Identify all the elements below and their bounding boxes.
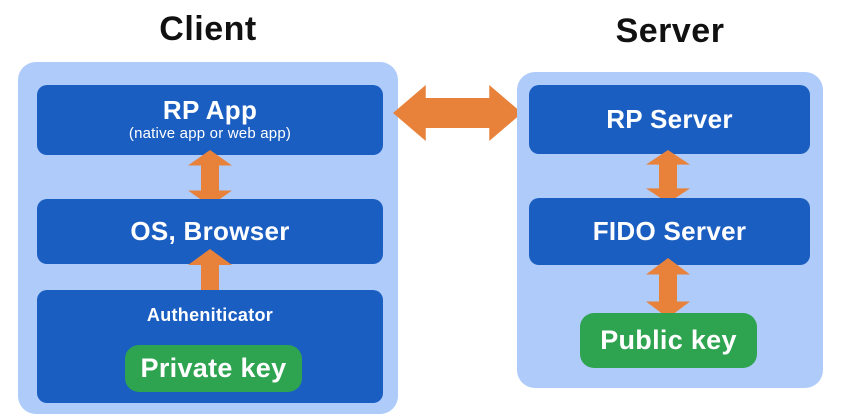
arrow-rp-server-fido-server-icon [646, 150, 690, 203]
client-container: RP App (native app or web app) OS, Brows… [18, 62, 398, 414]
rp-app-box: RP App (native app or web app) [37, 85, 383, 155]
private-key-label: Private key [140, 353, 287, 383]
rp-server-label: RP Server [606, 103, 733, 134]
rp-app-label: RP App [162, 95, 258, 126]
authenticator-box: Autheniticator Private key [37, 290, 383, 403]
arrow-client-server-icon [393, 85, 522, 141]
fido-server-label: FIDO Server [592, 215, 747, 246]
public-key-label: Public key [600, 325, 737, 355]
public-key-box: Public key [580, 313, 757, 368]
rp-server-box: RP Server [529, 85, 810, 154]
authenticator-label: Autheniticator [146, 305, 274, 325]
os-browser-label: OS, Browser [130, 215, 290, 246]
private-key-box: Private key [125, 345, 302, 392]
rp-app-sublabel: (native app or web app) [128, 124, 292, 142]
server-title: Server [615, 12, 725, 50]
fido-server-box: FIDO Server [529, 198, 810, 265]
client-title: Client [159, 10, 257, 48]
arrow-fido-server-public-key-icon [646, 258, 690, 318]
arrow-rp-app-os-browser-icon [188, 150, 232, 206]
server-container: RP Server FIDO Server Public key [517, 72, 823, 388]
